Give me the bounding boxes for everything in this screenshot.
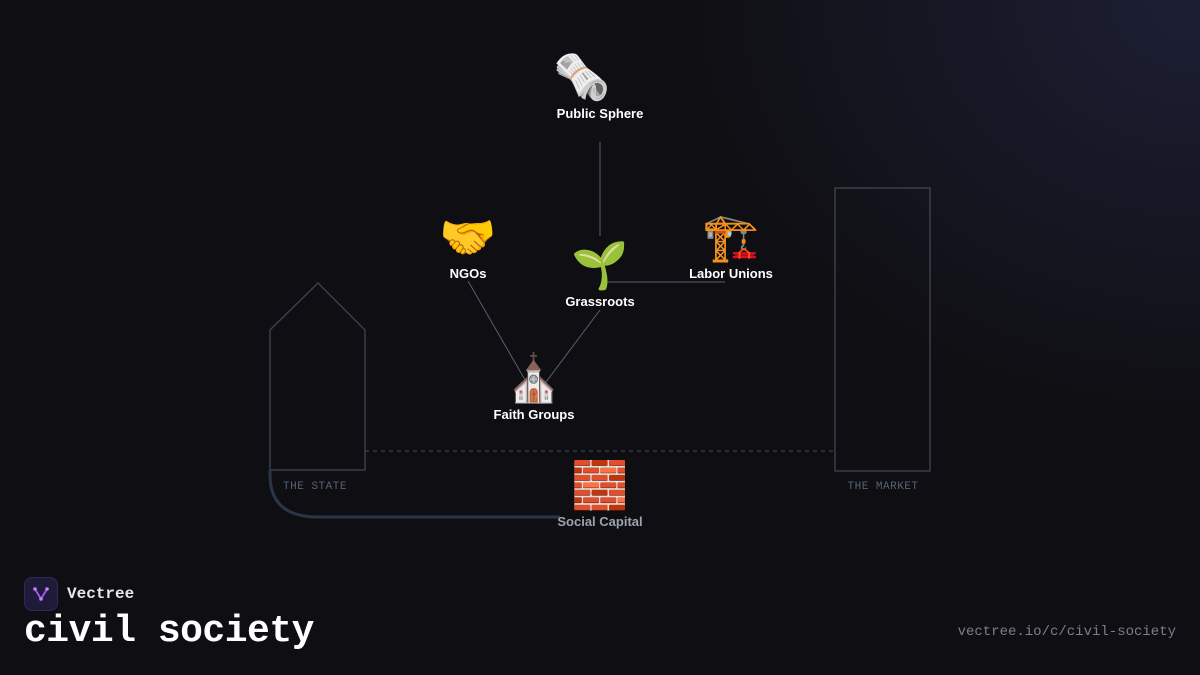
market-building-outline — [834, 187, 931, 472]
edge-ngos-faith-groups — [467, 280, 529, 386]
newspaper-icon: 🗞️ — [553, 50, 611, 104]
node-label-public-sphere: Public Sphere — [556, 106, 644, 121]
node-grassroots[interactable]: 🌱 Grassroots — [565, 238, 634, 309]
node-social-capital[interactable]: 🧱 Social Capital — [557, 458, 642, 529]
seedling-icon: 🌱 — [571, 238, 629, 292]
state-building-outline — [269, 281, 366, 471]
node-label-grassroots: Grassroots — [565, 294, 635, 309]
node-public-sphere[interactable]: 🗞️ Public Sphere — [521, 50, 644, 121]
vectree-logo-icon — [24, 577, 58, 611]
node-ngos[interactable]: 🤝 NGOs — [439, 210, 496, 281]
edge-grassroots-faith-groups — [539, 309, 601, 391]
node-labor-unions[interactable]: 🏗️ Labor Unions — [689, 210, 773, 281]
handshake-icon: 🤝 — [439, 210, 497, 264]
node-label-social-capital: Social Capital — [557, 514, 643, 529]
brand-name: Vectree — [67, 585, 135, 603]
state-to-social-capital-arc — [268, 470, 560, 519]
market-label: THE MARKET — [847, 481, 919, 493]
brand[interactable]: Vectree — [24, 577, 134, 611]
crane-icon: 🏗️ — [702, 210, 760, 264]
church-icon: ⛪ — [505, 351, 563, 405]
state-label: THE STATE — [283, 481, 347, 493]
page-url[interactable]: vectree.io/c/civil-society — [957, 624, 1176, 640]
node-label-ngos: NGOs — [449, 266, 487, 281]
bricks-icon: 🧱 — [571, 458, 629, 512]
node-faith-groups[interactable]: ⛪ Faith Groups — [494, 351, 575, 422]
page-title: civil society — [24, 610, 314, 653]
node-label-labor-unions: Labor Unions — [689, 266, 773, 281]
node-label-faith-groups: Faith Groups — [493, 407, 575, 422]
